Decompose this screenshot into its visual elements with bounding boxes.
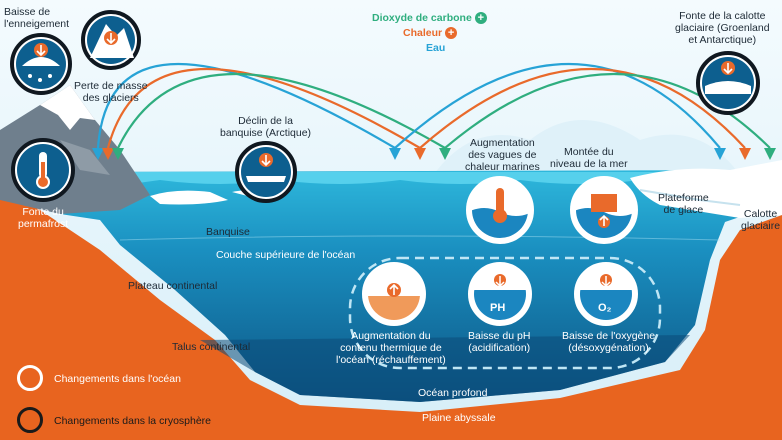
mountain-snow: [40, 85, 95, 130]
snow-decline-icon: [10, 33, 72, 95]
flow-co2: Dioxyde de carbone+: [372, 12, 487, 25]
label-upper-ocean: Couche supérieure de l'océan: [216, 249, 356, 261]
flow-arcs: [96, 63, 771, 149]
label-continental-slope: Talus continental: [172, 341, 251, 353]
o2-symbol: O₂: [598, 302, 612, 314]
legend-ocean-circle: [17, 365, 43, 391]
label-deep-ocean: Océan profond: [418, 387, 488, 399]
deoxygenation-icon: [574, 262, 638, 326]
seabed: [0, 190, 782, 440]
glacier-loss-icon: [81, 10, 141, 70]
ice-shelf-line: [639, 189, 741, 206]
ocean-changes-box: [348, 256, 662, 370]
sea-ice-floe: [150, 190, 228, 205]
flow-heat: Chaleur+: [403, 27, 458, 40]
ph-symbol: PH: [490, 302, 506, 314]
flow-water: Eau: [426, 42, 445, 54]
plus-icon: +: [474, 12, 487, 25]
acidification-icon: [468, 262, 532, 326]
label-abyssal-plain: Plaine abyssale: [422, 412, 496, 424]
permafrost-melt-icon: [11, 138, 75, 202]
legend-cryosphere-circle: [17, 407, 43, 433]
arrow-heads: [92, 148, 776, 160]
sea-ice-decline-icon: [235, 141, 297, 203]
flow-heat-label: Chaleur: [403, 27, 443, 39]
marine-heatwave-icon: [466, 176, 534, 244]
ocean-surface: [60, 172, 760, 185]
sea-level-rise-icon: [570, 176, 638, 244]
flow-co2-label: Dioxyde de carbone: [372, 12, 472, 24]
mountain-shade: [60, 140, 110, 175]
flow-water-label: Eau: [426, 42, 446, 54]
ice-shelf-shape: [630, 160, 782, 218]
legend-ocean-label: Changements dans l'océan: [54, 373, 181, 385]
cloud: [430, 120, 740, 180]
ice-cap-melt-icon: [696, 51, 760, 115]
label-oxygen: Baisse de l'oxygène(désoxygénation): [562, 330, 656, 354]
upper-ocean-line: [119, 235, 721, 241]
label-ph: Baisse du pH(acidification): [468, 330, 531, 354]
label-sea-ice: Banquise: [206, 226, 250, 238]
plus-icon: +: [445, 27, 458, 40]
legend-cryosphere-label: Changements dans la cryosphère: [54, 415, 212, 427]
label-continental-shelf: Plateau continental: [128, 280, 218, 292]
heat-content-icon: [362, 262, 426, 326]
